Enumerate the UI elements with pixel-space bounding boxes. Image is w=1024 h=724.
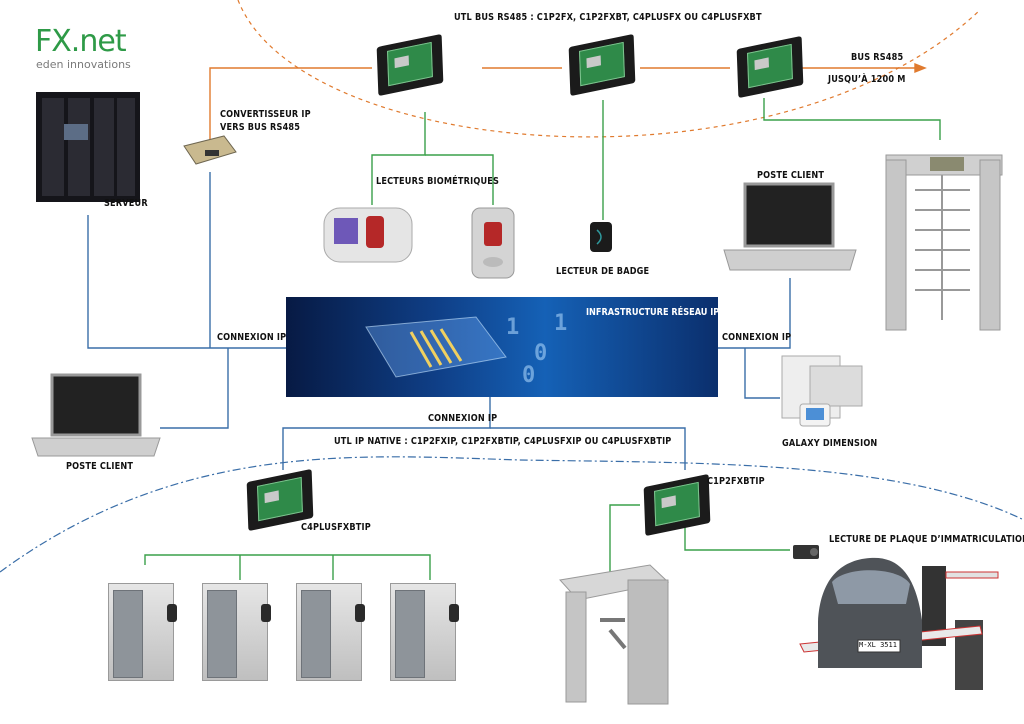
binary-digit: 1 [554,311,568,336]
binary-digit: 0 [522,363,536,388]
car-icon [818,557,922,668]
brand-logo: FX.net [35,24,127,59]
converter-label: CONVERTISSEUR IP VERS BUS RS485 [220,109,311,133]
brand-tagline: eden innovations [36,58,131,71]
door-icon [296,583,365,681]
ethernet-plug-icon [365,316,507,378]
binary-digit: 0 [534,341,548,366]
ip-connection-left-label: CONNEXION IP [217,332,287,343]
door-icon [202,583,271,681]
distance-label: JUSQU’À 1200 M [828,74,906,85]
banner-title: INFRASTRUCTURE RÉSEAU IP [586,307,718,318]
laptop-top-icon [723,182,857,271]
server-rack-icon [36,92,140,202]
biometric-reader-2-icon [471,207,515,279]
door-icon [108,583,177,681]
biometric-readers-label: LECTEURS BIOMÉTRIQUES [376,176,500,187]
laptop-left-icon [31,373,161,457]
c1p2fxbtip-label: C1P2FXBTIP [707,476,765,487]
ip-connection-right-label: CONNEXION IP [722,332,792,343]
plate-reading-label: LECTURE DE PLAQUE D’IMMATRICULATION [829,534,1024,545]
peripheral-lines [144,98,941,585]
tripod-gate-icon [559,564,670,705]
ip-connection-bottom-label: CONNEXION IP [428,413,498,424]
bus-rs485-label: BUS RS485 [851,52,904,63]
biometric-reader-icon [323,207,413,263]
client-top-label: POSTE CLIENT [757,170,825,181]
rs485-zone-arc [237,0,981,138]
license-plate: M-XL 3511 [859,641,897,649]
ip-network-banner: 1 0 1 0 INFRASTRUCTURE RÉSEAU IP [286,297,718,397]
ip-network-lines [87,172,791,470]
converter-icon [183,135,237,165]
binary-digit: 1 [506,315,520,340]
alarm-panel-icon [781,355,863,427]
rs485-bus-lines [209,62,927,140]
camera-icon [793,545,819,559]
badge-reader-icon [590,222,612,252]
galaxy-label: GALAXY DIMENSION [782,438,878,449]
utl-ip-label: UTL IP NATIVE : C1P2FXIP, C1P2FXBTIP, C4… [334,436,672,447]
badge-reader-label: LECTEUR DE BADGE [556,266,650,277]
server-label: SERVEUR [104,198,148,209]
door-icon [390,583,459,681]
c4plusfxbtip-label: C4PLUSFXBTIP [301,522,371,533]
utl-bus-label: UTL BUS RS485 : C1P2FX, C1P2FXBT, C4PLUS… [454,12,762,23]
turnstile-icon [885,154,1003,331]
client-left-label: POSTE CLIENT [66,461,134,472]
